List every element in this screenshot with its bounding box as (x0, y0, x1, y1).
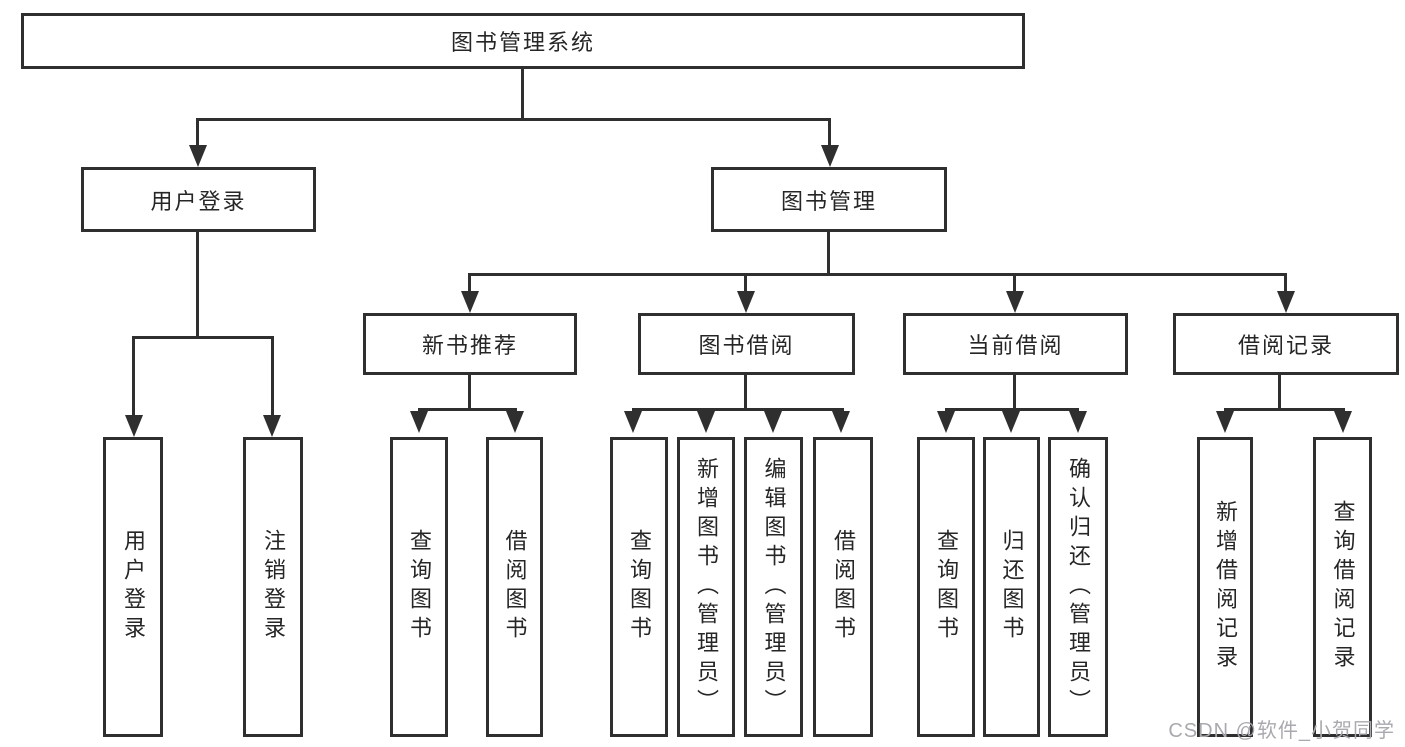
connector-book-mgmt-split (469, 273, 1287, 276)
leaf-add-books-admin: 新增图书（管理员） (677, 437, 735, 737)
leaf-borrow-books: 借阅图书 (813, 437, 873, 737)
connector-user-login-split (133, 336, 274, 339)
arrow-to-user-login-icon (189, 145, 207, 167)
leaf-edit-books-admin: 编辑图书（管理员） (744, 437, 803, 737)
connector-l3-drop-4 (1284, 273, 1287, 295)
leaf-recommend-query-books: 查询图书 (390, 437, 448, 737)
leaf-current-query-books: 查询图书 (917, 437, 975, 737)
connector-records-split (1224, 408, 1345, 411)
leaf-borrow-query-books: 查询图书 (610, 437, 668, 737)
node-current-borrow: 当前借阅 (903, 313, 1128, 375)
arrow-to-book-borrow-icon (737, 291, 755, 313)
connector-book-mgmt-stub (827, 232, 830, 276)
arrow-to-leaf-logout-icon (263, 415, 281, 437)
connector-user-login-drop-2 (271, 336, 274, 420)
arrow-to-new-book-recommend-icon (461, 291, 479, 313)
connector-recommend-split (418, 408, 517, 411)
leaf-return-books: 归还图书 (983, 437, 1040, 737)
connector-root-split (197, 118, 831, 121)
arrow-borrow-leaf-2-icon (697, 411, 715, 433)
connector-current-stub (1013, 375, 1016, 411)
connector-l3-drop-2 (744, 273, 747, 295)
connector-records-stub (1278, 375, 1281, 411)
connector-recommend-stub (468, 375, 471, 411)
arrow-to-book-management-icon (821, 145, 839, 167)
leaf-query-borrow-record: 查询借阅记录 (1313, 437, 1372, 737)
connector-user-login-stub (196, 232, 199, 339)
arrow-borrow-leaf-4-icon (832, 411, 850, 433)
arrow-current-leaf-1-icon (937, 411, 955, 433)
connector-root-stub (521, 69, 524, 121)
node-borrow-records: 借阅记录 (1173, 313, 1399, 375)
arrow-recommend-leaf-2-icon (506, 411, 524, 433)
node-book-borrow: 图书借阅 (638, 313, 855, 375)
arrow-to-current-borrow-icon (1006, 291, 1024, 313)
connector-user-login-drop-1 (132, 336, 135, 420)
arrow-recommend-leaf-1-icon (410, 411, 428, 433)
leaf-user-login: 用户登录 (103, 437, 163, 737)
arrow-records-leaf-2-icon (1334, 411, 1352, 433)
node-user-login: 用户登录 (81, 167, 316, 232)
connector-current-split (945, 408, 1079, 411)
arrow-borrow-leaf-1-icon (624, 411, 642, 433)
connector-l3-drop-1 (468, 273, 471, 295)
connector-root-right-drop (828, 118, 831, 149)
node-book-management: 图书管理 (711, 167, 947, 232)
node-root-library-system: 图书管理系统 (21, 13, 1025, 69)
node-new-book-recommend: 新书推荐 (363, 313, 577, 375)
arrow-current-leaf-2-icon (1002, 411, 1020, 433)
arrow-borrow-leaf-3-icon (764, 411, 782, 433)
csdn-watermark: CSDN @软件_小贺同学 (1168, 720, 1395, 742)
leaf-logout: 注销登录 (243, 437, 303, 737)
leaf-recommend-borrow-books: 借阅图书 (486, 437, 543, 737)
leaf-confirm-return-admin: 确认归还（管理员） (1048, 437, 1108, 737)
arrow-to-leaf-user-login-icon (125, 415, 143, 437)
leaf-add-borrow-record: 新增借阅记录 (1197, 437, 1253, 737)
arrow-current-leaf-3-icon (1069, 411, 1087, 433)
connector-l3-drop-3 (1013, 273, 1016, 295)
connector-root-left-drop (196, 118, 199, 149)
connector-borrow-split (632, 408, 844, 411)
arrow-to-borrow-records-icon (1277, 291, 1295, 313)
connector-borrow-stub (744, 375, 747, 411)
arrow-records-leaf-1-icon (1216, 411, 1234, 433)
